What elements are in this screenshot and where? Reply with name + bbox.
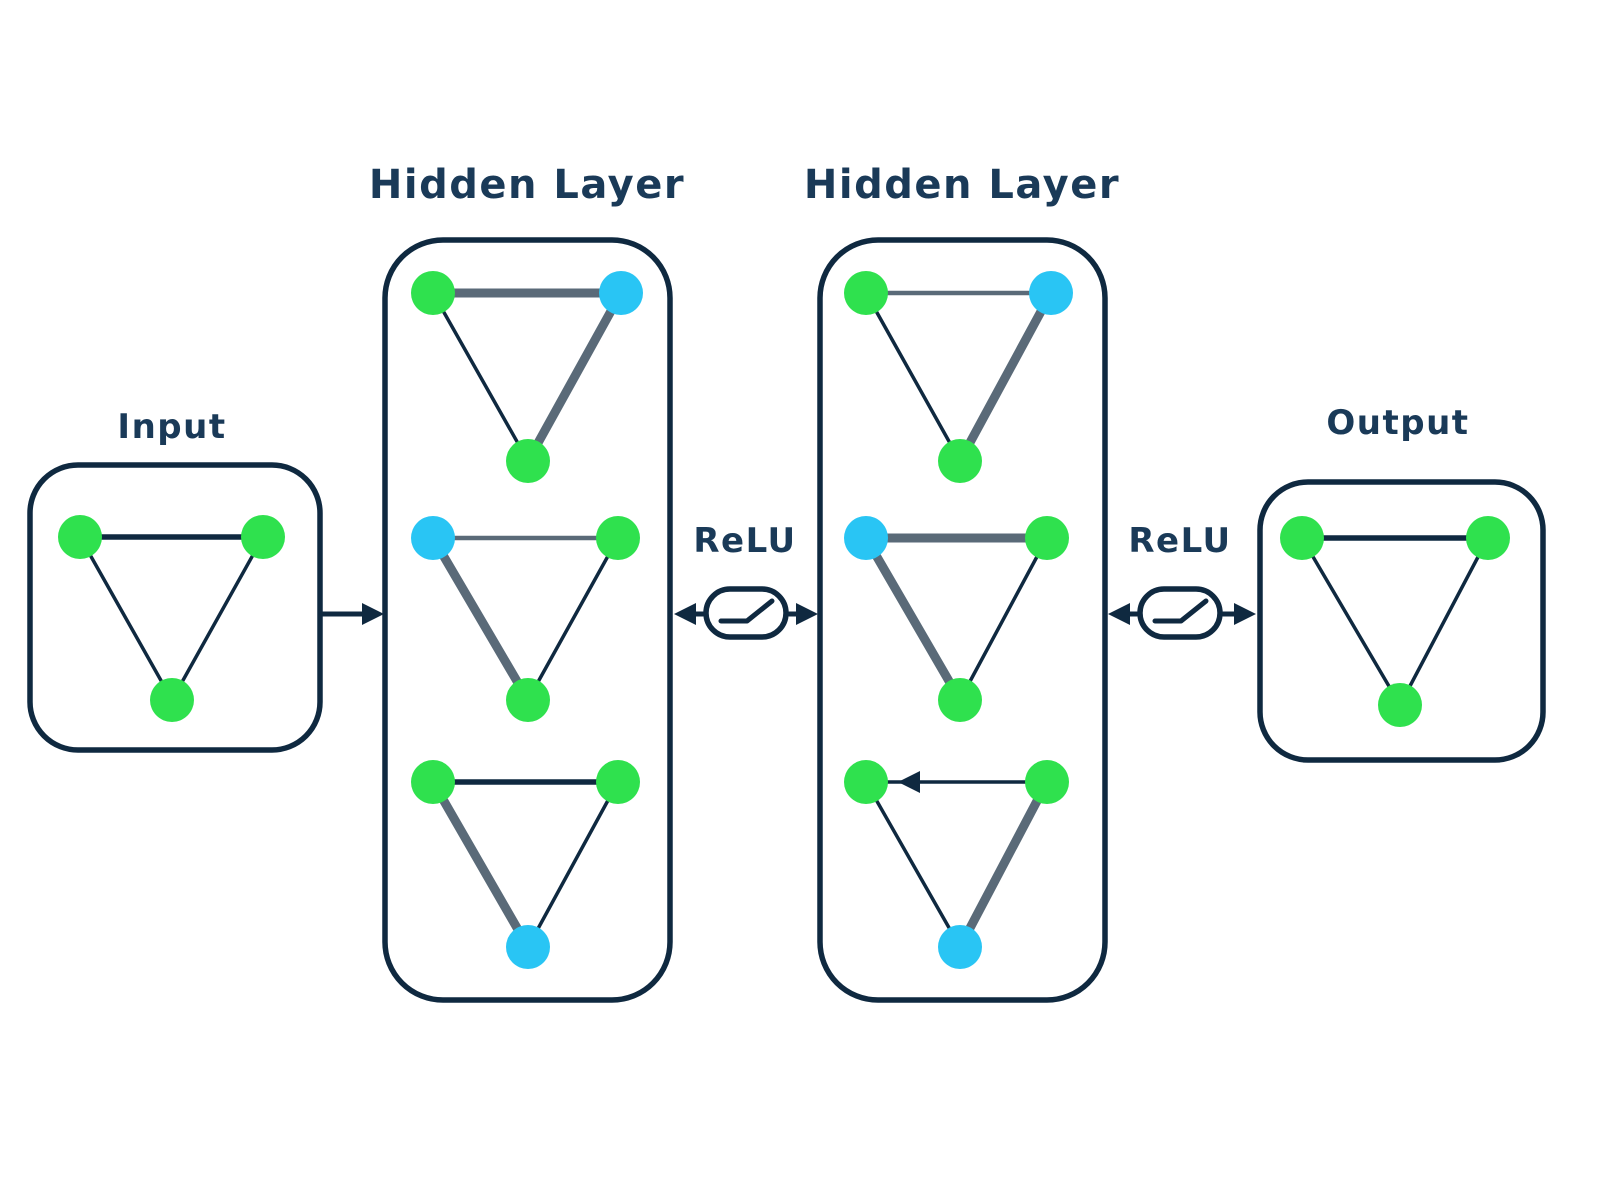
graph-edge <box>78 535 174 702</box>
graph-node <box>599 271 643 315</box>
graph-node <box>1025 516 1069 560</box>
hidden2-triangle-3 <box>844 760 1069 969</box>
hidden1-triangle-3 <box>411 760 640 969</box>
edge-arrow-left-icon <box>898 771 920 793</box>
graph-edge <box>861 533 965 705</box>
graph-node <box>844 760 888 804</box>
hidden2-triangle-1 <box>844 271 1073 483</box>
hidden-layer-2-box <box>817 237 1108 1003</box>
graph-node <box>1280 516 1324 560</box>
relu-2-label: ReLU <box>1128 521 1231 561</box>
graph-node <box>411 760 455 804</box>
connector-hidden2-relu2 <box>1108 603 1140 625</box>
graph-node <box>506 439 550 483</box>
graph-edge <box>1300 536 1402 707</box>
relu-1-block: ReLU <box>693 521 796 640</box>
graph-edge <box>431 291 530 463</box>
graph-node <box>596 516 640 560</box>
hidden-layer-2-block: Hidden Layer <box>804 162 1120 1003</box>
arrow-right-icon <box>362 603 384 625</box>
input-box <box>27 462 323 753</box>
arrow-right-icon <box>796 603 818 625</box>
arrow-left-icon <box>1108 603 1130 625</box>
graph-edge <box>428 777 533 952</box>
graph-edge <box>523 288 626 466</box>
graph-node <box>938 925 982 969</box>
graph-node <box>506 678 550 722</box>
arrow-right-icon <box>1234 603 1256 625</box>
input-label: Input <box>117 407 226 447</box>
graph-edge <box>526 536 620 702</box>
graph-edge <box>955 288 1056 466</box>
hidden-layer-1-block: Hidden Layer <box>369 162 685 1003</box>
arrow-left-icon <box>674 603 696 625</box>
hidden-layer-2-label: Hidden Layer <box>804 162 1120 208</box>
graph-node <box>58 515 102 559</box>
output-block: Output <box>1257 403 1546 763</box>
graph-edge <box>955 777 1052 952</box>
graph-node <box>411 516 455 560</box>
graph-edge <box>526 780 620 949</box>
graph-edge <box>958 536 1049 702</box>
graph-node <box>938 439 982 483</box>
hidden2-triangle-2 <box>844 516 1069 722</box>
relu-1-label: ReLU <box>693 521 796 561</box>
connector-relu2-output <box>1220 603 1256 625</box>
connector-hidden1-relu1 <box>674 603 706 625</box>
graph-node <box>938 678 982 722</box>
output-box <box>1257 479 1546 763</box>
connector-input-to-hidden1 <box>319 603 384 625</box>
hidden1-triangle-2 <box>411 516 640 722</box>
graph-node <box>506 925 550 969</box>
graph-edge <box>428 533 533 705</box>
hidden1-triangle-1 <box>411 271 643 483</box>
relu-2-capsule <box>1137 586 1223 640</box>
hidden-layer-1-label: Hidden Layer <box>369 162 685 208</box>
input-graph <box>58 515 285 722</box>
relu-curve-icon <box>718 598 775 624</box>
connector-relu1-hidden2 <box>786 603 818 625</box>
output-graph <box>1280 516 1510 727</box>
graph-node <box>241 515 285 559</box>
graph-node <box>844 271 888 315</box>
relu-1-capsule <box>703 586 789 640</box>
hidden-layer-1-box <box>382 237 673 1003</box>
input-block: Input <box>27 407 323 753</box>
graph-node <box>1029 271 1073 315</box>
output-label: Output <box>1326 403 1469 443</box>
relu-curve-icon <box>1152 598 1209 624</box>
relu-2-block: ReLU <box>1128 521 1231 640</box>
graph-node <box>1378 683 1422 727</box>
graph-node <box>844 516 888 560</box>
graph-edge <box>864 780 962 949</box>
graph-node <box>150 678 194 722</box>
graph-edge <box>170 535 265 702</box>
graph-edge <box>1398 536 1490 707</box>
graph-node <box>411 271 455 315</box>
graph-node <box>1025 760 1069 804</box>
graph-node <box>596 760 640 804</box>
graph-node <box>1466 516 1510 560</box>
graph-edge <box>864 291 962 463</box>
